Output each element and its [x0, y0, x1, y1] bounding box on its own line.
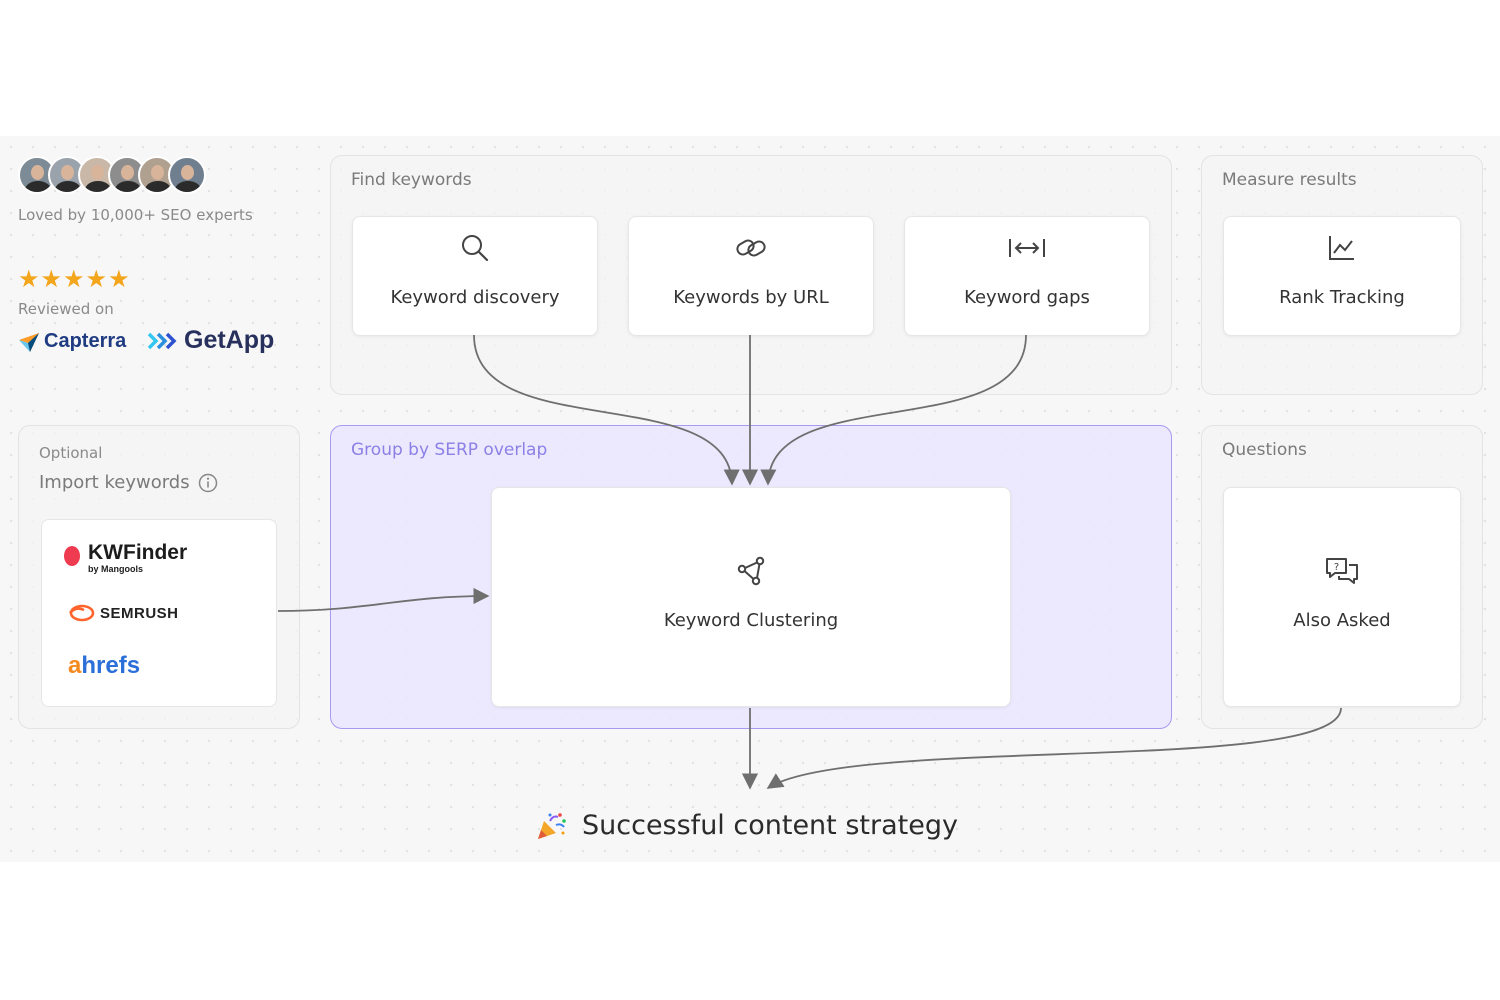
card-label: Also Asked: [1293, 610, 1391, 631]
keywords-by-url-card[interactable]: Keywords by URL: [628, 216, 874, 336]
kwfinder-sub-label: by Mangools: [88, 564, 144, 574]
keyword-discovery-card[interactable]: Keyword discovery: [352, 216, 598, 336]
gap-arrows-icon: [1009, 239, 1045, 257]
import-keywords-label: Import keywords: [39, 472, 190, 493]
svg-text:?: ?: [1334, 562, 1339, 573]
measure-results-panel: Measure results Rank Tracking: [1201, 155, 1483, 395]
import-keywords-panel: Optional Import keywords KWFinder by Man…: [18, 425, 300, 729]
kwfinder-dot-icon: [64, 546, 80, 566]
getapp-chevrons-icon: [147, 332, 177, 349]
ahrefs-logo[interactable]: ahrefs: [68, 652, 140, 680]
optional-label: Optional: [39, 444, 103, 462]
chat-question-icon: ?: [1326, 558, 1358, 584]
card-label: Keyword discovery: [390, 287, 560, 308]
semrush-flame-icon: [69, 604, 95, 622]
capterra-label: Capterra: [44, 330, 127, 352]
link-icon: [736, 239, 766, 257]
rank-tracking-card[interactable]: Rank Tracking: [1223, 216, 1461, 336]
result-text: Successful content strategy: [582, 810, 958, 841]
card-label: Rank Tracking: [1279, 287, 1405, 308]
find-keywords-panel: Find keywords Keyword discovery Keywords…: [330, 155, 1172, 395]
avatar-group: [18, 156, 253, 194]
card-label: Keyword Clustering: [663, 610, 839, 631]
import-tools-card: KWFinder by Mangools SEMRUSH ahrefs: [41, 519, 277, 707]
capterra-logo[interactable]: Capterra: [18, 330, 126, 353]
group-by-serp-panel: Group by SERP overlap Keyword Clustering: [330, 425, 1172, 729]
questions-panel: Questions ? Also Asked: [1201, 425, 1483, 729]
getapp-label: GetApp: [184, 326, 275, 354]
card-label: Keyword gaps: [964, 287, 1090, 308]
semrush-logo[interactable]: SEMRUSH: [68, 604, 179, 622]
kwfinder-label: KWFinder: [88, 541, 188, 564]
avatar: [168, 156, 206, 194]
info-icon[interactable]: [198, 473, 218, 493]
share-nodes-icon: [737, 556, 765, 586]
search-icon: [462, 235, 489, 262]
reviewed-on-text: Reviewed on: [18, 300, 114, 318]
panel-title: Find keywords: [351, 170, 472, 190]
loved-by-text: Loved by 10,000+ SEO experts: [18, 206, 253, 224]
social-proof: Loved by 10,000+ SEO experts: [18, 156, 253, 224]
card-label: Keywords by URL: [673, 287, 829, 308]
kwfinder-logo[interactable]: KWFinder by Mangools: [64, 542, 187, 574]
panel-title: Questions: [1222, 440, 1307, 460]
panel-title: Group by SERP overlap: [351, 440, 548, 460]
keyword-gaps-card[interactable]: Keyword gaps: [904, 216, 1150, 336]
panel-title: Measure results: [1222, 170, 1357, 190]
result-label: Successful content strategy: [536, 810, 958, 841]
party-popper-icon: [538, 812, 566, 839]
import-keywords-title: Import keywords: [39, 472, 218, 493]
getapp-logo[interactable]: GetApp: [146, 326, 274, 355]
rating-stars: ★★★★★: [18, 265, 131, 293]
line-chart-icon: [1329, 236, 1354, 260]
ahrefs-a: a: [68, 652, 82, 679]
ahrefs-rest: hrefs: [81, 652, 141, 679]
capterra-arrow-icon: [19, 332, 39, 352]
also-asked-card[interactable]: ? Also Asked: [1223, 487, 1461, 707]
semrush-label: SEMRUSH: [100, 604, 179, 622]
keyword-clustering-card[interactable]: Keyword Clustering: [491, 487, 1011, 707]
